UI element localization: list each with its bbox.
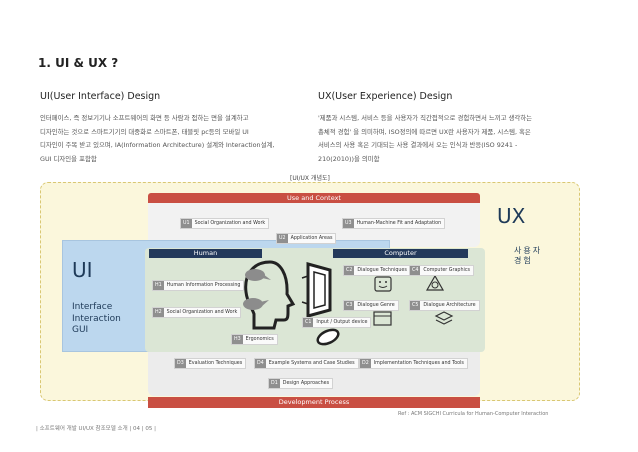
graphics-icon	[425, 274, 445, 291]
ui-label: UI	[72, 258, 93, 282]
speech-bubble-icon	[243, 298, 269, 310]
ux-sublabel: 사용자 경험	[514, 246, 543, 265]
ux-design-title: UX(User Experience) Design	[318, 91, 453, 102]
human-header: Human	[149, 249, 262, 258]
speech-bubble-icon	[245, 269, 271, 281]
use-context-bar: Use and Context	[148, 193, 480, 203]
layers-icon	[434, 311, 454, 325]
ui-sublabel: Interface Interaction GUI	[72, 302, 121, 335]
page-footer: | 소프트웨어 개발 UI/UX 참조모델 소개 | 04 | 05 |	[36, 426, 156, 432]
human-head-icon	[244, 260, 296, 330]
ui-design-title: UI(User Interface) Design	[40, 91, 161, 102]
monitor-icon	[301, 262, 332, 318]
computer-header: Computer	[333, 249, 468, 258]
diagram-caption: [UI/UX 개념도]	[290, 175, 330, 182]
development-process-bar: Development Process	[148, 397, 480, 408]
mouse-icon	[316, 328, 340, 346]
ux-design-description: '제품과 시스템, 서비스 등을 사용자가 직간접적으로 경험하면서 느끼고 생…	[318, 114, 533, 163]
reference-note: Ref : ACM SIGCHI Curricula for Human-Com…	[398, 411, 549, 417]
window-icon	[373, 311, 392, 326]
ui-design-description: 인터페이스, 즉 정보기기나 소프트웨어의 화면 등 사람과 접하는 면을 설계…	[40, 114, 275, 163]
smile-icon	[374, 276, 392, 292]
section-title: 1. UI & UX ?	[38, 56, 119, 70]
ux-label: UX	[497, 204, 526, 228]
